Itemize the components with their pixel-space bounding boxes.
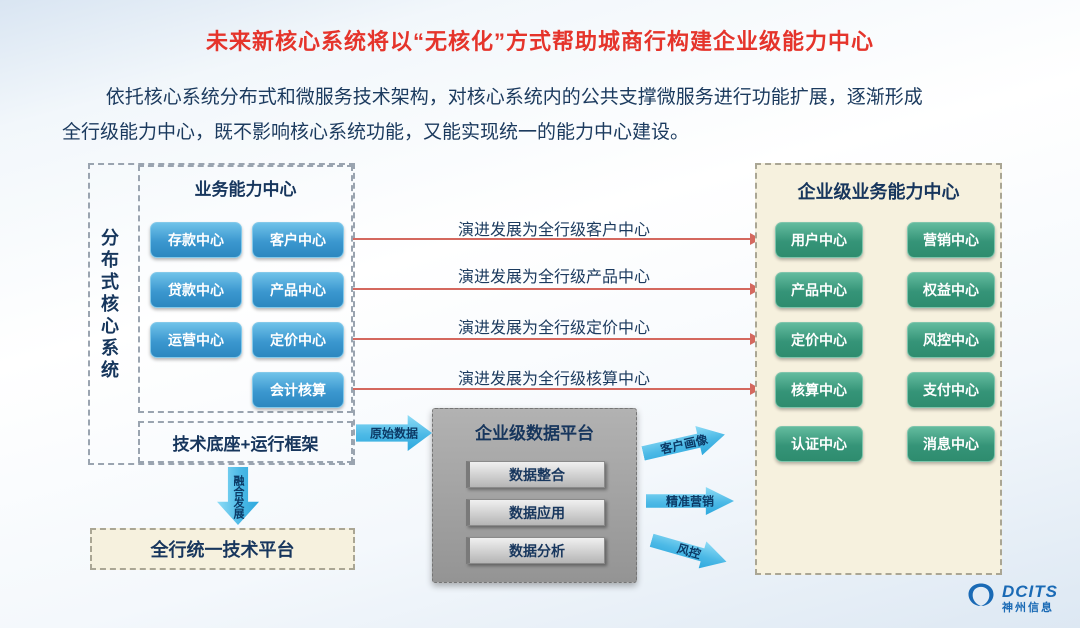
risk-control-label: 风控 (675, 541, 703, 562)
distributed-core-panel (88, 163, 355, 465)
message-center-box: 消息中心 (907, 426, 995, 462)
accounting-center-box: 会计核算 (252, 372, 344, 408)
loan-center-box: 贷款中心 (150, 272, 242, 308)
tech-base-label: 技术底座+运行框架 (172, 434, 319, 454)
evolution-label-customer: 演进发展为全行级客户中心 (457, 222, 650, 239)
evolution-label-product: 演进发展为全行级产品中心 (457, 269, 650, 286)
rights-center-box: 权益中心 (907, 272, 995, 308)
data-application-box: 数据应用 (466, 499, 605, 526)
data-analysis-box: 数据分析 (466, 537, 605, 564)
dcits-logo: DCITS 神州信息 (966, 581, 1058, 616)
business-capability-title: 业务能力中心 (194, 180, 297, 199)
marketing-center-box: 营销中心 (907, 222, 995, 258)
operation-center-box: 运营中心 (150, 322, 242, 358)
product-center-box: 产品中心 (252, 272, 344, 308)
intro-line-2: 全行级能力中心，既不影响核心系统功能，又能实现统一的能力中心建设。 (62, 122, 690, 144)
evolution-arrow-product (353, 283, 761, 295)
evolution-arrow-customer (353, 233, 761, 245)
evolution-label-accounting: 演进发展为全行级核算中心 (457, 371, 650, 388)
fusion-development-label: 融合发展 (232, 475, 244, 519)
precision-marketing-flow: 精准营销 (646, 487, 734, 515)
evolution-label-pricing: 演进发展为全行级定价中心 (457, 320, 650, 337)
business-capability-panel: 业务能力中心 存款中心 客户中心 贷款中心 产品中心 运营中心 定价中心 会计核… (138, 165, 353, 413)
user-center-box: 用户中心 (775, 222, 863, 258)
dcits-company-text: 神州信息 (1002, 601, 1054, 614)
dcits-logo-icon (966, 581, 996, 616)
unified-tech-platform-panel: 全行统一技术平台 (90, 528, 355, 570)
evolution-arrow-accounting (353, 383, 761, 395)
deposit-center-box: 存款中心 (150, 222, 242, 258)
evolution-arrow-pricing (353, 333, 761, 345)
enterprise-capability-title: 企业级业务能力中心 (797, 182, 960, 202)
distributed-core-label: 分布式核心系统 (99, 228, 119, 382)
intro-line-1: 依托核心系统分布式和微服务技术架构，对核心系统内的公共支撑微服务进行功能扩展，逐… (105, 87, 923, 108)
intro-paragraph: 依托核心系统分布式和微服务技术架构，对核心系统内的公共支撑微服务进行功能扩展，逐… (62, 80, 1002, 150)
payment-center-box: 支付中心 (907, 372, 995, 408)
pricing-center-box: 定价中心 (252, 322, 344, 358)
customer-profile-flow: 客户画像 (640, 420, 729, 468)
accounting-center-ent-box: 核算中心 (775, 372, 863, 408)
unified-tech-platform-label: 全行统一技术平台 (150, 540, 295, 560)
enterprise-capability-panel: 企业级业务能力中心 用户中心 营销中心 产品中心 权益中心 定价中心 风控中心 … (755, 163, 1002, 575)
dcits-brand-text: DCITS (1002, 582, 1058, 602)
slide-title: 未来新核心系统将以“无核化”方式帮助城商行构建企业级能力中心 (205, 29, 874, 54)
fusion-development-flow: 融合发展 (217, 467, 259, 525)
precision-marketing-label: 精准营销 (665, 494, 714, 509)
customer-profile-label: 客户画像 (659, 432, 710, 457)
enterprise-data-platform: 企业级数据平台 数据整合 数据应用 数据分析 (432, 408, 637, 583)
pricing-center-ent-box: 定价中心 (775, 322, 863, 358)
auth-center-box: 认证中心 (775, 426, 863, 462)
customer-center-box: 客户中心 (252, 222, 344, 258)
data-platform-title: 企业级数据平台 (475, 424, 594, 443)
raw-data-flow: 原始数据 (356, 415, 432, 451)
risk-center-box: 风控中心 (907, 322, 995, 358)
product-center-ent-box: 产品中心 (775, 272, 863, 308)
risk-control-flow: 风控 (648, 527, 731, 575)
tech-base-panel: 技术底座+运行框架 (138, 421, 353, 463)
raw-data-label: 原始数据 (369, 426, 418, 441)
data-integration-box: 数据整合 (466, 461, 605, 488)
